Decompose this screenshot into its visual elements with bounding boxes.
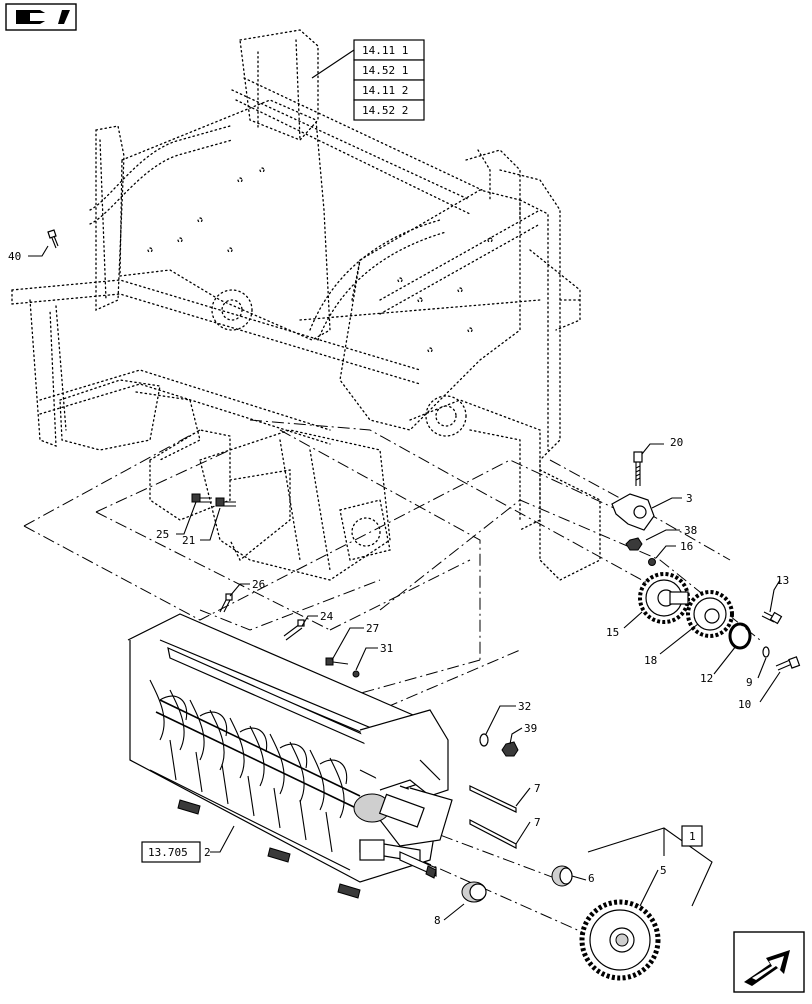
callout-39[interactable]: 39 [524,722,537,735]
callout-38[interactable]: 38 [684,524,697,537]
nut-39[interactable] [501,741,519,757]
bolt-26[interactable] [219,593,233,613]
callout-6[interactable]: 6 [588,872,595,885]
gear-5[interactable] [579,899,661,981]
reference-box-group: 14.11 1 14.52 1 14.11 2 14.52 2 [311,39,425,121]
callout-labels: 40 20 3 38 16 25 21 26 24 27 31 13 15 18… [8,250,789,927]
washer-31[interactable] [352,670,360,678]
callout-16[interactable]: 16 [680,540,693,553]
ref-14-11-2[interactable]: 14.11 2 [362,84,408,97]
reference-13-705-group: 13.705 [141,841,201,863]
kit-label[interactable]: 1 [689,830,696,843]
ref-14-52-1[interactable]: 14.52 1 [362,64,408,77]
bolt-27[interactable] [325,657,349,666]
callout-18[interactable]: 18 [644,654,657,667]
callout-32[interactable]: 32 [518,700,531,713]
leader-lines [28,245,781,921]
ref-14-11-1[interactable]: 14.11 1 [362,44,408,57]
pencil-book-icon[interactable] [5,3,77,31]
pin-7-lower[interactable] [469,819,517,849]
cap-8[interactable] [461,881,487,903]
nut-38[interactable] [625,537,643,551]
baler-frame [11,29,601,581]
kit-box: 1 [681,825,703,847]
sprocket-15[interactable] [638,572,690,624]
bolt-13[interactable] [761,611,783,625]
callout-27[interactable]: 27 [366,622,379,635]
arrow-navigation-icon[interactable] [733,931,805,993]
callout-7-upper[interactable]: 7 [534,782,541,795]
pin-7-upper[interactable] [469,785,517,813]
bolt-10[interactable] [775,656,801,671]
callout-2[interactable]: 2 [204,846,211,859]
callout-10[interactable]: 10 [738,698,751,711]
bushing-6[interactable] [551,865,573,887]
bolt-20[interactable] [633,451,643,486]
bolt-40[interactable] [47,229,59,249]
bolt-25[interactable] [191,493,212,503]
callout-8[interactable]: 8 [434,914,441,927]
ref-13-705[interactable]: 13.705 [148,846,188,859]
rotor-assembly[interactable] [127,613,453,899]
callout-5[interactable]: 5 [660,864,667,877]
sprocket-18[interactable] [686,590,734,638]
ref-14-52-2[interactable]: 14.52 2 [362,104,408,117]
callout-26[interactable]: 26 [252,578,265,591]
bolt-21[interactable] [215,497,236,507]
washer-16[interactable] [648,558,656,566]
circlip-12[interactable] [728,622,752,650]
callout-40[interactable]: 40 [8,250,21,263]
callout-25[interactable]: 25 [156,528,169,541]
callout-13[interactable]: 13 [776,574,789,587]
callout-24[interactable]: 24 [320,610,334,623]
bracket-3[interactable] [611,493,655,531]
washer-9[interactable] [762,646,770,658]
callout-15[interactable]: 15 [606,626,619,639]
bolt-24[interactable] [283,619,305,641]
callout-7-lower[interactable]: 7 [534,816,541,829]
washer-32[interactable] [479,733,489,747]
callout-21[interactable]: 21 [182,534,195,547]
callout-12[interactable]: 12 [700,672,713,685]
callout-20[interactable]: 20 [670,436,683,449]
callout-9[interactable]: 9 [746,676,753,689]
callout-3[interactable]: 3 [686,492,693,505]
callout-31[interactable]: 31 [380,642,393,655]
